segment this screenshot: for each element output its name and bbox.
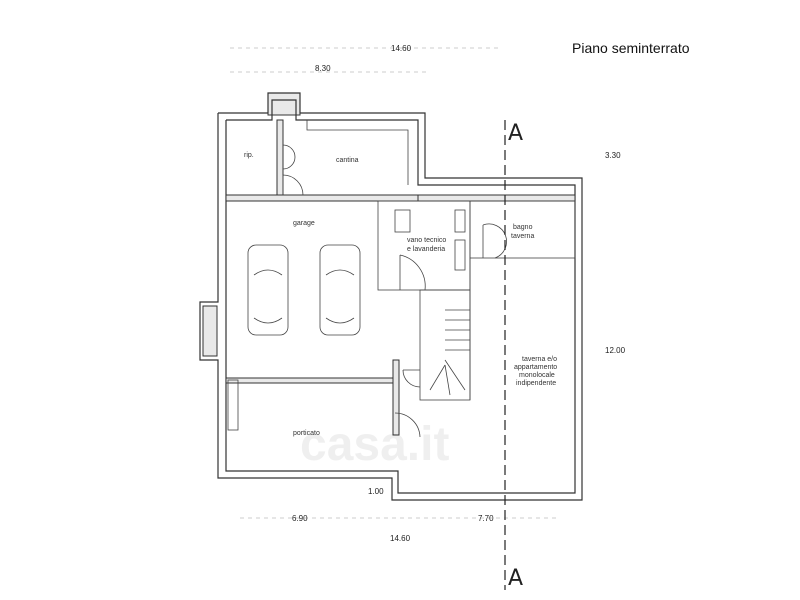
section-mark-bottom: A <box>508 566 523 591</box>
room-label-bagno: bagno <box>513 224 533 231</box>
car-right <box>319 244 361 336</box>
dimension-bottom-left: 6.90 <box>292 514 308 523</box>
room-label-taverna: taverna <box>511 233 534 240</box>
plan-title: Piano seminterrato <box>572 40 690 56</box>
dimension-bottom-right: 7.70 <box>478 514 494 523</box>
dimension-top-total: 14.60 <box>391 44 412 53</box>
staircase <box>429 309 470 396</box>
room-label-lavanderia: e lavanderia <box>407 246 445 253</box>
dimension-bottom-small: 1.00 <box>368 487 384 496</box>
dimension-right-upper: 3.30 <box>605 151 621 160</box>
dimension-top-partial: 8.30 <box>315 64 331 73</box>
room-label-rip: rip. <box>244 152 254 159</box>
section-mark-top: A <box>508 121 523 146</box>
room-label-garage: garage <box>293 220 315 227</box>
dimension-bottom-total: 14.60 <box>390 534 411 543</box>
room-label-vano-tecnico: vano tecnico <box>407 237 446 244</box>
car-left <box>247 244 289 336</box>
room-label-taverna-1: taverna e/o <box>522 356 557 363</box>
room-label-porticato: porticato <box>293 430 320 437</box>
dimension-right-total: 12.00 <box>605 346 626 355</box>
outer-walls <box>199 92 583 501</box>
internal-walls <box>225 119 576 436</box>
watermark: casa.it <box>300 418 449 471</box>
room-label-cantina: cantina <box>336 157 359 164</box>
room-label-taverna-2: appartamento <box>514 364 557 371</box>
room-label-taverna-4: indipendente <box>516 380 556 387</box>
room-label-taverna-3: monolocale <box>519 372 555 379</box>
doors <box>282 144 507 438</box>
